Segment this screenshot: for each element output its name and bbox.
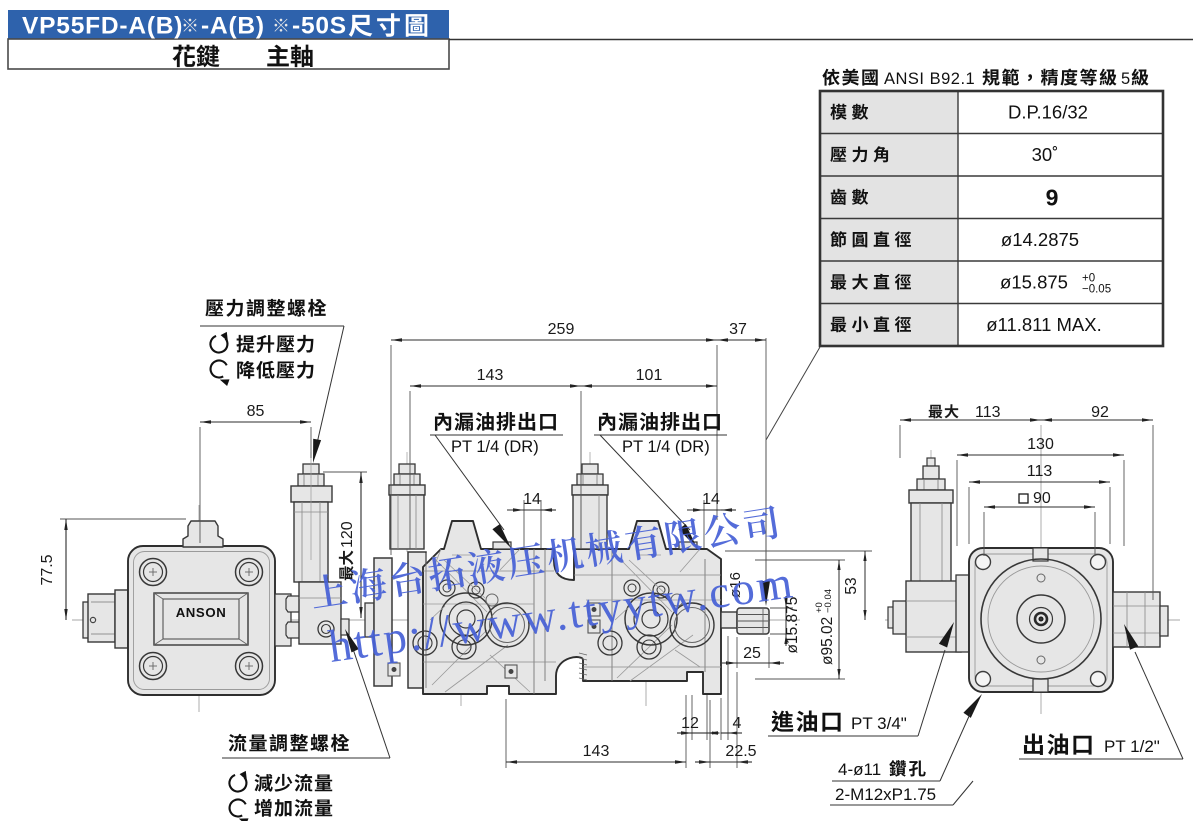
svg-text:ø14.2875: ø14.2875 [1001, 229, 1079, 250]
svg-text:9: 9 [1046, 184, 1059, 210]
svg-text:92: 92 [1091, 404, 1109, 421]
svg-text:+0: +0 [814, 602, 825, 613]
svg-text:143: 143 [583, 743, 610, 760]
svg-text:−0.05: −0.05 [1082, 283, 1111, 295]
svg-text:D.P.16/32: D.P.16/32 [1008, 101, 1088, 122]
svg-text:77.5: 77.5 [39, 554, 56, 585]
svg-text:5: 5 [1121, 70, 1130, 88]
svg-text:PT 1/2": PT 1/2" [1104, 737, 1160, 756]
svg-text:ø11.811 MAX.: ø11.811 MAX. [986, 314, 1102, 335]
svg-text:PT 1/4 (DR): PT 1/4 (DR) [622, 438, 710, 456]
svg-text:22.5: 22.5 [725, 743, 756, 760]
svg-text:-A(B): -A(B) [201, 13, 265, 40]
svg-text:130: 130 [1027, 436, 1054, 453]
svg-text:ANSON: ANSON [176, 605, 227, 620]
svg-text:ø15.875: ø15.875 [784, 597, 801, 654]
svg-text:ANSI B92.1: ANSI B92.1 [884, 70, 975, 88]
svg-text:2-M12xP1.75: 2-M12xP1.75 [835, 785, 936, 804]
svg-text:113: 113 [1027, 463, 1053, 480]
svg-text:−0.04: −0.04 [823, 589, 834, 613]
svg-text:ø95.02: ø95.02 [819, 617, 836, 665]
svg-text:143: 143 [477, 367, 504, 384]
svg-text:PT 1/4 (DR): PT 1/4 (DR) [451, 438, 539, 456]
svg-text:120: 120 [339, 521, 356, 548]
svg-text:85: 85 [247, 403, 265, 420]
svg-text:ø16: ø16 [727, 572, 744, 598]
svg-text:14: 14 [702, 491, 720, 508]
svg-text:113: 113 [975, 404, 1001, 421]
svg-text:ø15.875: ø15.875 [1000, 271, 1068, 292]
svg-text:25: 25 [743, 645, 761, 662]
svg-text:90: 90 [1033, 490, 1051, 507]
svg-text:12: 12 [681, 715, 699, 732]
svg-text:53: 53 [843, 577, 860, 594]
svg-text:+0: +0 [1082, 272, 1095, 284]
svg-text:VP55FD-A(B): VP55FD-A(B) [22, 13, 183, 40]
svg-text:4-ø11: 4-ø11 [838, 760, 881, 779]
svg-text:-50S: -50S [292, 13, 347, 40]
svg-text:PT 3/4": PT 3/4" [851, 714, 907, 733]
svg-text:14: 14 [523, 491, 541, 508]
svg-text:4: 4 [733, 715, 742, 732]
svg-text:30˚: 30˚ [1032, 144, 1059, 165]
svg-text:259: 259 [548, 321, 575, 338]
svg-text:101: 101 [636, 367, 663, 384]
svg-text:37: 37 [729, 321, 747, 338]
